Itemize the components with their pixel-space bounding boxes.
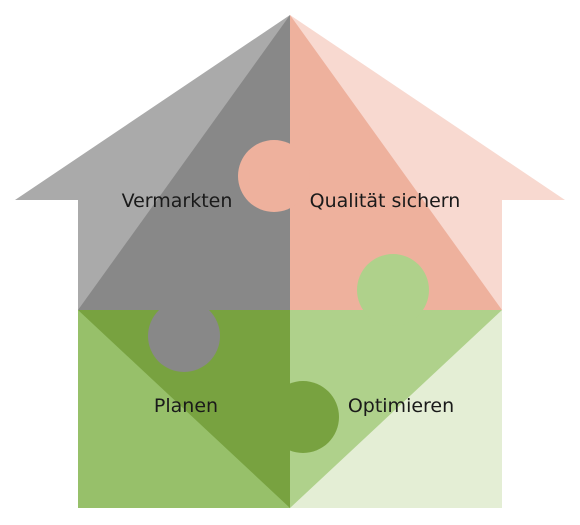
quadrant-bottom-right-mid: [290, 310, 502, 508]
puzzle-knob-dark-green: [267, 381, 339, 453]
label-vermarkten: Vermarkten: [122, 190, 233, 212]
label-planen: Planen: [154, 395, 218, 417]
puzzle-knob-light-green: [357, 254, 429, 326]
label-qualitaet-sichern: Qualität sichern: [310, 190, 461, 212]
quadrant-top-right-dark: [290, 15, 502, 310]
label-optimieren: Optimieren: [348, 395, 454, 417]
quadrant-bottom-left-dark: [78, 310, 290, 508]
puzzle-knob-salmon: [238, 140, 310, 212]
quadrant-top-left-dark: [78, 15, 290, 310]
puzzle-knob-gray: [148, 300, 220, 372]
